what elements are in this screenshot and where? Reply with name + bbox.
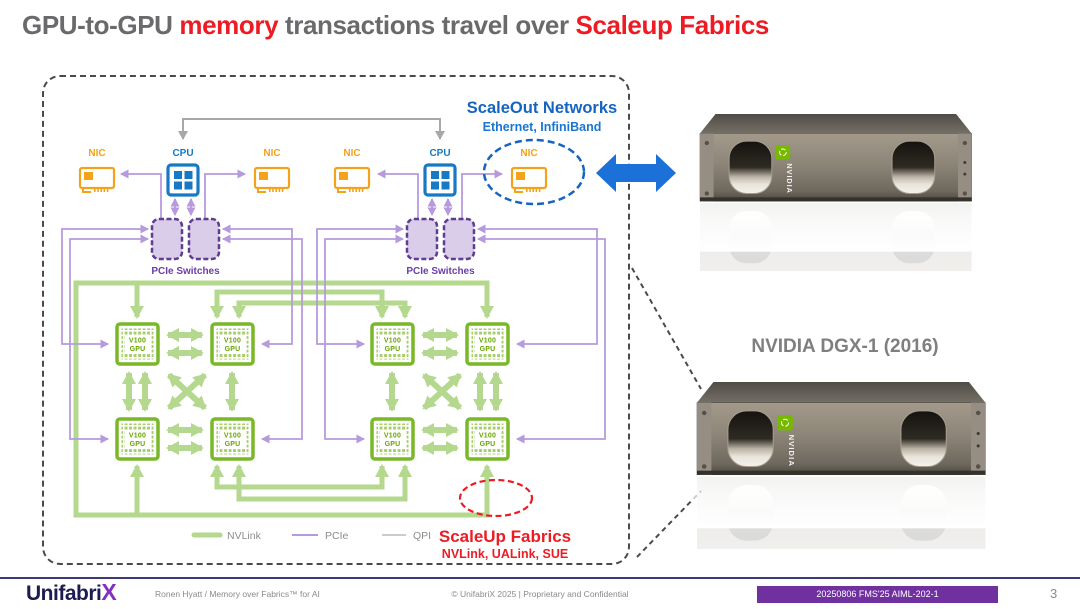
scaleout-networks-subheading: Ethernet, InfiniBand: [483, 120, 602, 134]
nic-icon: [510, 166, 548, 193]
nic-label: NIC: [88, 148, 105, 159]
pcie-switch-icon: [187, 217, 221, 261]
gpu-icon: V100 GPU: [115, 322, 160, 366]
nvidia-logo-icon: [775, 144, 791, 160]
server-caption: NVIDIA DGX-1 (2016): [751, 336, 939, 357]
pcie-switch-gpu-line: [324, 234, 404, 444]
footer-divider: [0, 577, 1080, 579]
pcie-cpu-nic-line: [461, 169, 503, 219]
pcie-cpu-nic-line: [204, 169, 246, 219]
scaleup-fabrics-subheading: NVLink, UALink, SUE: [442, 547, 568, 561]
nvlink-cross-line: [421, 372, 463, 411]
gpu-label: V100: [384, 433, 401, 440]
nic-icon: [78, 166, 116, 193]
gpu-label: GPU: [130, 346, 146, 353]
gpu-icon: V100 GPU: [210, 417, 255, 461]
scaleout-networks-heading: ScaleOut Networks: [467, 99, 617, 117]
cpu-icon: [166, 163, 200, 197]
gpu-label: GPU: [385, 441, 401, 448]
pcie-cpu-nic-line: [377, 169, 419, 219]
gpu-label: V100: [384, 338, 401, 345]
cpu-label: CPU: [429, 148, 450, 159]
gpu-icon: V100 GPU: [115, 417, 160, 461]
cpu-icon: [423, 163, 457, 197]
server-image-top: NVIDIA: [696, 113, 978, 272]
legend-label-nvlink: NVLink: [227, 530, 262, 542]
gpu-label: V100: [479, 338, 496, 345]
gpu-label: GPU: [480, 346, 496, 353]
pcie-cpu-nic-line: [120, 169, 162, 219]
footer-author-text: Ronen Hyatt / Memory over Fabrics™ for A…: [155, 589, 320, 599]
pcie-switch-gpu-line: [477, 234, 606, 444]
server-topology-diagram: NIC CPU NIC NIC CPU NIC: [42, 75, 630, 565]
qpi-link-line: [178, 118, 445, 140]
gpu-icon: V100 GPU: [370, 417, 415, 461]
scaleout-highlight-ellipse: [482, 138, 586, 206]
session-badge: 20250806 FMS'25 AIML-202-1: [757, 586, 998, 603]
pcie-switch-gpu-line: [222, 234, 303, 444]
unifabrix-logo: UnifabriX: [26, 579, 117, 606]
gpu-label: GPU: [385, 346, 401, 353]
gpu-label: GPU: [225, 346, 241, 353]
title-segment: GPU-to-GPU: [22, 10, 180, 40]
server-handle-slot: [891, 140, 936, 194]
callout-line-bottom: [636, 490, 702, 558]
gpu-icon: V100 GPU: [465, 322, 510, 366]
server-handle-slot: [900, 410, 947, 468]
topology-svg: NIC CPU NIC NIC CPU NIC: [61, 99, 617, 561]
pcie-switch-icon: [405, 217, 439, 261]
nic-label: NIC: [343, 148, 360, 159]
nvidia-logo-icon: [777, 415, 793, 431]
legend-label-qpi: QPI: [413, 530, 431, 542]
callout-line-top: [631, 267, 702, 390]
gpu-label: GPU: [225, 441, 241, 448]
nic-icon: [333, 166, 371, 193]
gpu-icon: V100 GPU: [465, 417, 510, 461]
server-handle-slot: [727, 410, 774, 468]
gpu-label: V100: [224, 338, 241, 345]
gpu-label: V100: [129, 433, 146, 440]
title-segment-highlight: Scaleup Fabrics: [575, 10, 770, 40]
server-handle-slot: [728, 140, 773, 194]
gpu-label: V100: [224, 433, 241, 440]
nvlink-cross-cluster-line: [232, 464, 412, 502]
nvlink-cross-cluster-line: [210, 464, 389, 490]
gpu-label: GPU: [130, 441, 146, 448]
pcie-switches-label: PCIe Switches: [151, 266, 220, 277]
gpu-label: GPU: [480, 441, 496, 448]
gpu-label: V100: [129, 338, 146, 345]
legend-label-pcie: PCIe: [325, 530, 349, 542]
legend: NVLink PCIe QPI: [191, 530, 431, 542]
page-number: 3: [1050, 586, 1058, 601]
gpu-label: V100: [479, 433, 496, 440]
scaleup-fabrics-heading: ScaleUp Fabrics: [439, 527, 571, 546]
nvlink-cross-line: [166, 372, 208, 411]
logo-text: Unifabri: [26, 582, 102, 605]
nic-icon: [253, 166, 291, 193]
logo-x-mark: X: [101, 579, 117, 605]
pcie-switch-gpu-line: [69, 234, 149, 444]
pcie-switch-icon: [442, 217, 476, 261]
scaleup-highlight-ellipse: [458, 478, 534, 518]
nvidia-logo-text: NVIDIA: [785, 163, 794, 193]
nic-label: NIC: [520, 148, 537, 159]
gpu-icon: V100 GPU: [210, 322, 255, 366]
nvidia-logo-text: NVIDIA: [787, 435, 796, 467]
pcie-switch-gpu-line: [316, 224, 404, 349]
server-image-bottom: NVIDIA: [692, 382, 992, 549]
pcie-switches-label: PCIe Switches: [406, 266, 475, 277]
nic-label: NIC: [263, 148, 280, 159]
pcie-switch-icon: [150, 217, 184, 261]
pcie-switch-gpu-line: [477, 224, 598, 349]
gpu-icon: V100 GPU: [370, 322, 415, 366]
cpu-label: CPU: [172, 148, 193, 159]
title-segment-highlight: memory: [179, 10, 279, 40]
page-title: GPU-to-GPU memory transactions travel ov…: [22, 10, 769, 41]
pcie-switch-gpu-line: [222, 224, 293, 349]
title-segment: transactions travel over: [278, 10, 576, 40]
pcie-switch-gpu-line: [61, 224, 149, 349]
footer-copyright-text: © UnifabriX 2025 | Proprietary and Confi…: [451, 589, 629, 599]
